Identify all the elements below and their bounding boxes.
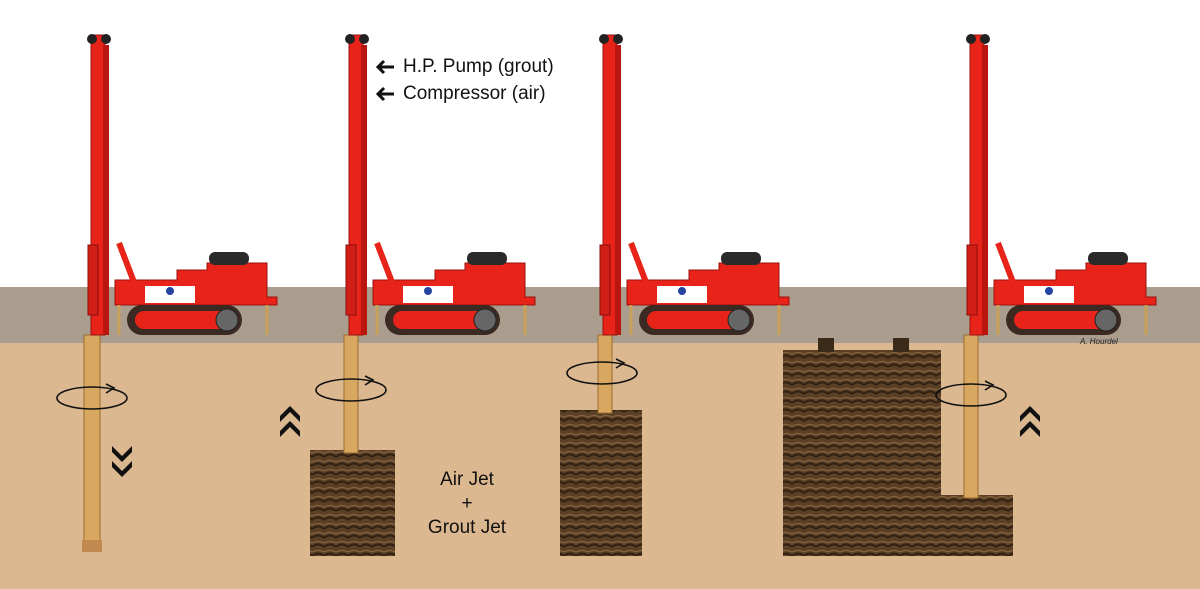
grout-jet-label: Grout Jet: [427, 517, 507, 538]
drilling-rig: [345, 34, 535, 335]
drilling-rig: [599, 34, 789, 335]
grout-column: [783, 350, 861, 556]
arrow-left-icon: [375, 59, 394, 75]
drill-bit: [82, 540, 102, 552]
drill-rod: [597, 334, 613, 414]
grout-column: [941, 495, 1013, 556]
grout-column: [861, 350, 941, 556]
column-top: [893, 338, 909, 352]
grout-column: [560, 410, 642, 556]
jet-label: Air Jet + Grout Jet: [412, 468, 522, 540]
drill-rod: [963, 334, 979, 499]
column-top: [818, 338, 834, 352]
compressor-label: Compressor (air): [403, 83, 546, 104]
drill-rod: [83, 334, 101, 551]
pump-label: H.P. Pump (grout): [403, 56, 554, 77]
air-jet-label: Air Jet: [440, 469, 494, 490]
drill-rod: [343, 334, 359, 454]
drilling-rig: [87, 34, 277, 335]
plus-label: +: [461, 493, 473, 514]
drilling-rig: [966, 34, 1156, 335]
grout-column: [310, 450, 395, 556]
arrow-left-icon: [375, 86, 394, 102]
signature: A. Hourdel: [1080, 337, 1118, 346]
